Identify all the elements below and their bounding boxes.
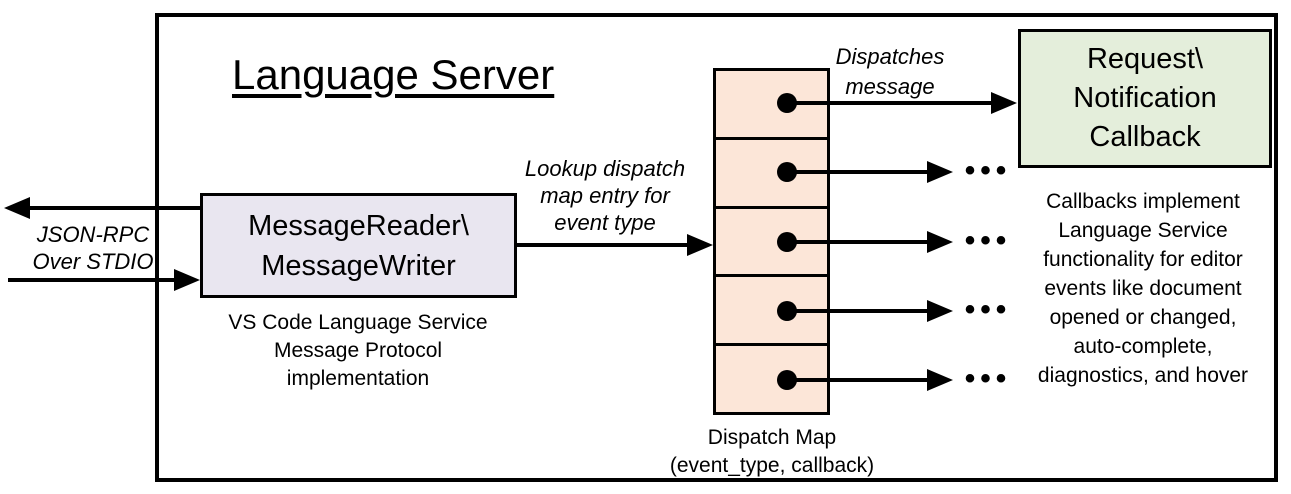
page-title: Language Server (232, 51, 555, 98)
dispatches-message-label: Dispatches message (835, 44, 945, 99)
json-rpc-stdio-label: JSON-RPC Over STDIO (32, 222, 154, 274)
callbacks-note: Callbacks implement Language Service fun… (1037, 190, 1249, 387)
ellipsis-icon: ••• (964, 154, 1012, 187)
request-notification-callback-box: Request\ Notification Callback (1018, 29, 1272, 168)
dispatch-map-cell (716, 140, 827, 209)
dispatch-map-cell (716, 209, 827, 278)
ellipsis-icon: ••• (964, 293, 1012, 326)
dispatch-map-cell (716, 277, 827, 347)
ellipsis-icon: ••• (964, 224, 1012, 257)
language-server-box (155, 13, 1278, 482)
dispatch-map-cell (716, 346, 827, 412)
message-box-caption: VS Code Language Service Message Protoco… (228, 311, 488, 390)
ellipsis-icon: ••• (964, 362, 1012, 395)
dispatch-map-cell (716, 71, 827, 140)
dispatch-map (713, 68, 830, 415)
dispatch-map-caption: Dispatch Map (event_type, callback) (669, 426, 875, 477)
message-reader-writer-box: MessageReader\ MessageWriter (200, 193, 517, 298)
lookup-dispatch-label: Lookup dispatch map entry for event type (524, 156, 686, 235)
